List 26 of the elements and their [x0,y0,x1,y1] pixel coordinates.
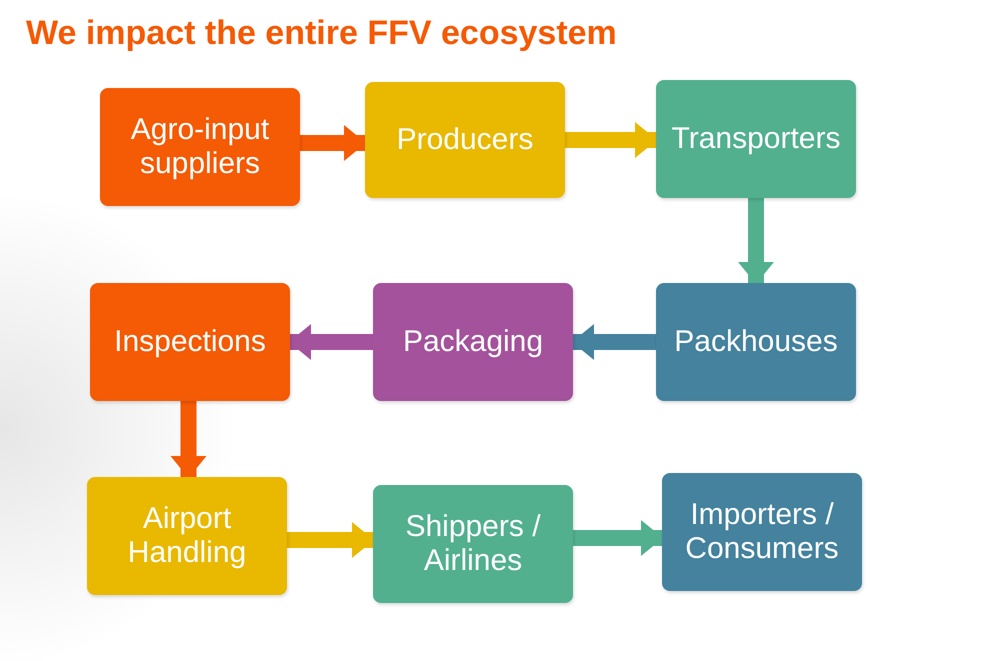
box-label: Producers [396,123,534,157]
block-arrow [738,198,774,284]
process-box [100,88,300,206]
box-label: Shippers / Airlines [404,510,542,578]
process-box [373,485,573,603]
process-box [656,283,856,401]
process-box [662,473,862,591]
process-box [365,82,565,198]
block-arrow [572,324,656,360]
box-label: Inspections [114,325,266,359]
box-label: Transporters [672,122,840,156]
process-box [90,283,290,401]
box-label: Importers / Consumers [684,498,840,566]
block-arrow [573,520,663,556]
process-box [87,477,287,595]
box-label: Agro-input suppliers [130,113,270,181]
block-arrow [170,401,206,478]
box-label: Packhouses [674,325,838,359]
block-arrow [565,122,657,158]
title: We impact the entire FFV ecosystem [26,14,617,53]
box-label: Airport Handling [126,502,248,570]
block-arrow [289,324,373,360]
process-box [373,283,573,401]
box-label: Packaging [402,325,544,359]
block-arrow [300,125,366,161]
process-box [656,80,856,198]
